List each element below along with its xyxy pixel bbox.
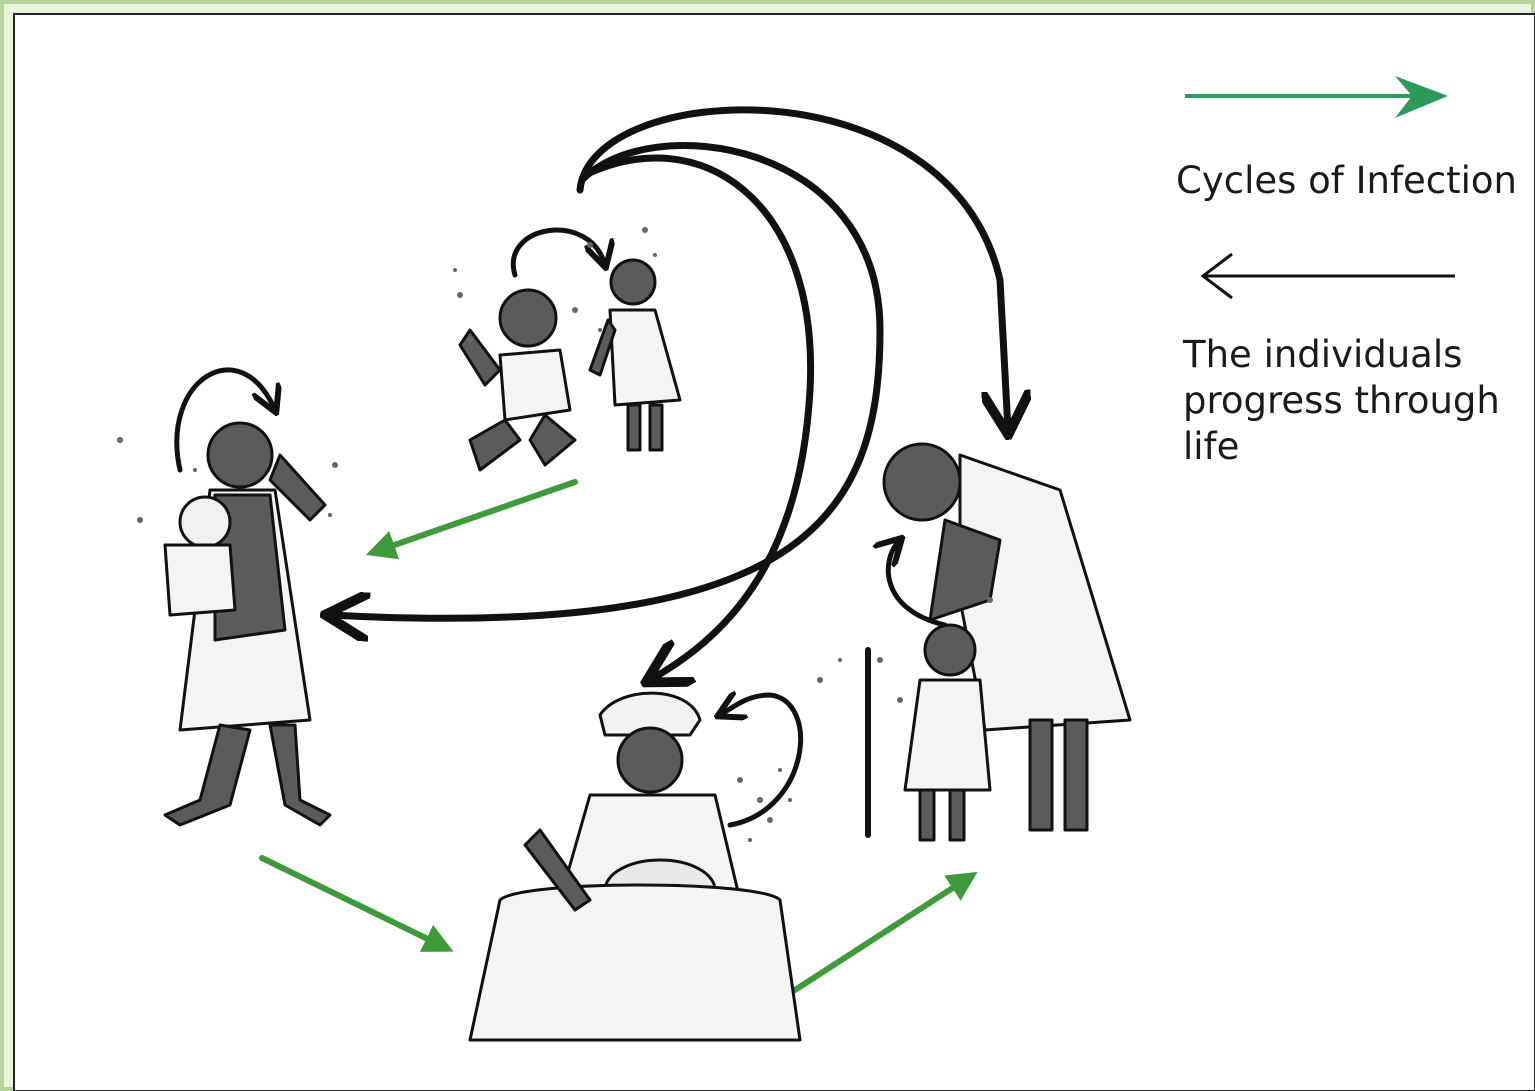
black-arrow-left-icon [1200, 252, 1455, 300]
curved-black-arrow-icon [888, 540, 948, 628]
germ-speckles [117, 227, 993, 842]
green-progress-arrow-icon [365, 479, 578, 560]
elderly-woman-with-child-figure [865, 442, 1132, 842]
legend-cycles-of-infection-label: Cycles of Infection [1176, 159, 1517, 202]
young-woman-carrying-baby-figure [163, 421, 332, 827]
curved-black-arrow-icon [576, 106, 1008, 430]
curved-black-arrow-icon [330, 142, 884, 618]
mother-breastfeeding-figure [468, 691, 802, 1042]
child-standing-figure [588, 258, 682, 452]
legend-individuals-progress-label: The individuals progress through life [1183, 333, 1500, 468]
green-progress-arrow-icon [792, 871, 978, 993]
green-arrow-right-icon [1185, 76, 1448, 118]
curved-black-arrow-icon [720, 695, 803, 828]
illustration [117, 106, 1132, 1042]
curved-black-arrow-icon [510, 227, 605, 278]
curved-black-arrow-icon [581, 154, 815, 680]
curved-black-arrow-icon [174, 367, 275, 473]
green-progress-arrow-icon [259, 855, 454, 952]
legend [1185, 76, 1455, 300]
toddler-sitting-figure [458, 288, 577, 472]
